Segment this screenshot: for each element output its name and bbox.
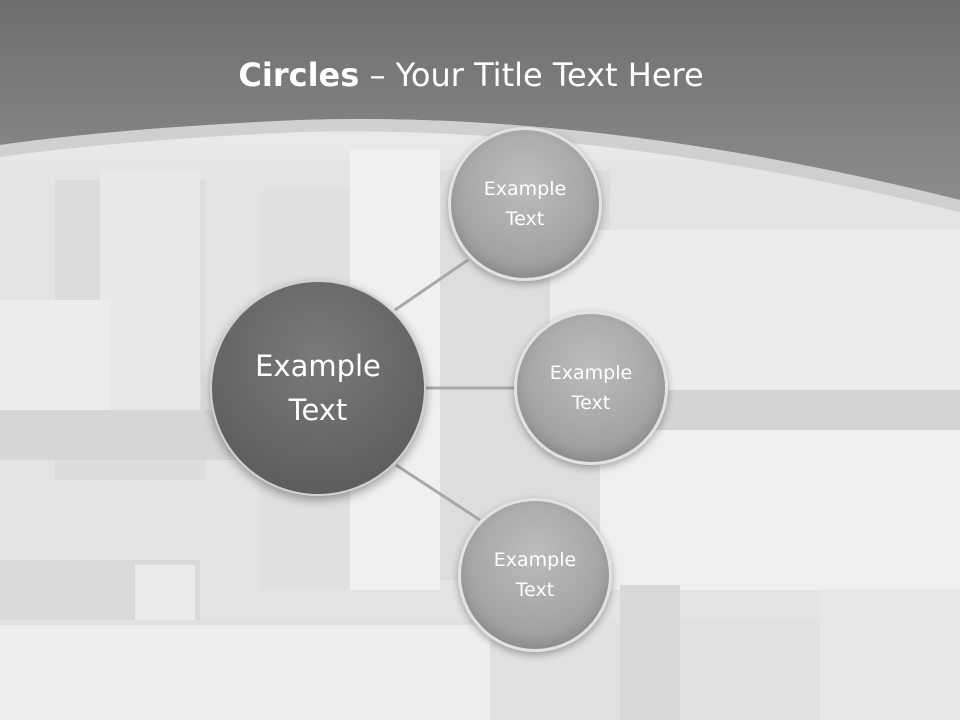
- node-circle-2: Example Text: [514, 311, 668, 465]
- node-1-label-line1: Example: [483, 178, 567, 200]
- title-rest-part: – Your Title Text Here: [359, 56, 704, 94]
- node-2-label-line1: Example: [549, 362, 633, 384]
- connector-to-node-1: [394, 258, 469, 312]
- slide-title: Circles – Your Title Text Here: [0, 52, 942, 98]
- center-circle-label-line2: Text: [288, 393, 348, 427]
- title-bold-part: Circles: [238, 56, 360, 94]
- center-circle-label-line1: Example: [255, 349, 381, 383]
- node-3-label-line1: Example: [493, 549, 577, 571]
- center-circle: Example Text: [210, 280, 426, 496]
- node-2-label-line2: Text: [571, 392, 611, 414]
- node-3-label-line2: Text: [515, 579, 555, 601]
- node-1-label-line2: Text: [505, 208, 545, 230]
- node-circle-1: Example Text: [448, 127, 602, 281]
- connector-to-node-3: [395, 463, 481, 522]
- node-circle-3: Example Text: [458, 498, 612, 652]
